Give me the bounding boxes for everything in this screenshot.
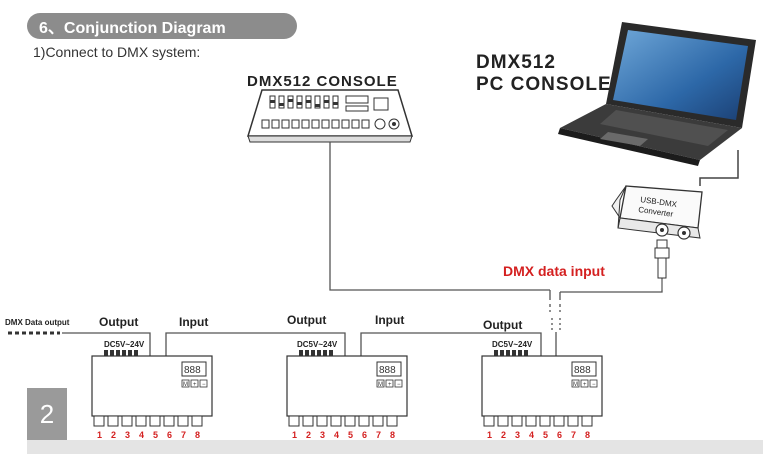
decoder-2-ch2: 2 xyxy=(306,430,311,440)
decoder-3-input-label: Input xyxy=(375,313,404,327)
decoder-2-btn-plus: + xyxy=(388,382,392,388)
decoder-3-ch5: 5 xyxy=(543,430,548,440)
section-title: 6、Conjunction Diagram xyxy=(39,20,226,37)
dmx-data-output-label: DMX Data output xyxy=(5,318,70,327)
laptop xyxy=(558,22,756,166)
decoder-3-ch6: 6 xyxy=(557,430,562,440)
decoder-2-display: 888 xyxy=(379,365,396,376)
console-label: DMX512 CONSOLE xyxy=(247,73,398,90)
section-header: 6、Conjunction Diagram xyxy=(27,13,297,39)
decoder-3: DC5V~24V 888 M + − 1 2 3 4 5 6 7 8 xyxy=(481,340,603,440)
decoder-2-ch3: 3 xyxy=(320,430,325,440)
decoder-2-btn-minus: − xyxy=(397,382,401,388)
decoder-2-ch1: 1 xyxy=(292,430,297,440)
decoder-3-ch3: 3 xyxy=(515,430,520,440)
decoder-2-output-label: Output xyxy=(287,313,326,327)
footer-bar xyxy=(27,440,763,454)
decoder-1-ch4: 4 xyxy=(139,430,144,440)
decoder-3-output-label: Output xyxy=(483,318,522,332)
decoder-2-ch7: 7 xyxy=(376,430,381,440)
decoder-3-power-label: DC5V~24V xyxy=(492,340,533,349)
decoder-2-btn-m: M xyxy=(378,382,383,388)
page-number: 2 xyxy=(39,398,55,429)
decoder-1-power-label: DC5V~24V xyxy=(104,340,145,349)
decoder-1-btn-m: M xyxy=(183,382,188,388)
page-number-box: 2 xyxy=(27,388,67,440)
decoder-1-ch2: 2 xyxy=(111,430,116,440)
decoder-1-display: 888 xyxy=(184,365,201,376)
decoder-1-ch7: 7 xyxy=(181,430,186,440)
decoder-3-ch4: 4 xyxy=(529,430,534,440)
decoder-3-ch2: 2 xyxy=(501,430,506,440)
decoder-3-ch8: 8 xyxy=(585,430,590,440)
decoder-2-input-label: Input xyxy=(179,315,208,329)
decoder-1-btn-minus: − xyxy=(202,382,206,388)
decoder-2-ch6: 6 xyxy=(362,430,367,440)
decoder-2-ch8: 8 xyxy=(390,430,395,440)
decoder-1-btn-plus: + xyxy=(193,382,197,388)
decoder-2-ch5: 5 xyxy=(348,430,353,440)
dmx-data-input-label: DMX data input xyxy=(503,263,605,279)
decoder-3-ch7: 7 xyxy=(571,430,576,440)
decoder-1-ch5: 5 xyxy=(153,430,158,440)
decoder-1-ch3: 3 xyxy=(125,430,130,440)
decoder-3-btn-plus: + xyxy=(583,382,587,388)
subtitle: 1)Connect to DMX system: xyxy=(33,44,201,60)
xlr-connector xyxy=(654,239,670,290)
decoder-2-power-label: DC5V~24V xyxy=(297,340,338,349)
decoder-3-btn-m: M xyxy=(573,382,578,388)
decoder-1: DC5V~24V 888 M + − 1 2 3 4 5 6 7 8 xyxy=(91,340,213,440)
decoder-3-display: 888 xyxy=(574,365,591,376)
decoder-1-output-label: Output xyxy=(99,315,138,329)
usb-dmx-converter: USB-DMX Converter xyxy=(611,185,703,240)
dmx-console xyxy=(246,89,414,143)
decoder-3-btn-minus: − xyxy=(592,382,596,388)
decoder-1-ch8: 8 xyxy=(195,430,200,440)
dmx-cables xyxy=(62,142,663,356)
pc-label-line2: PC CONSOLE xyxy=(476,74,612,95)
decoder-1-ch1: 1 xyxy=(97,430,102,440)
decoder-2-ch4: 4 xyxy=(334,430,339,440)
decoder-3-ch1: 1 xyxy=(487,430,492,440)
pc-label-line1: DMX512 xyxy=(476,52,556,73)
decoder-2: DC5V~24V 888 M + − 1 2 3 4 5 6 7 8 xyxy=(286,340,408,440)
decoder-1-ch6: 6 xyxy=(167,430,172,440)
usb-cable xyxy=(699,150,739,186)
